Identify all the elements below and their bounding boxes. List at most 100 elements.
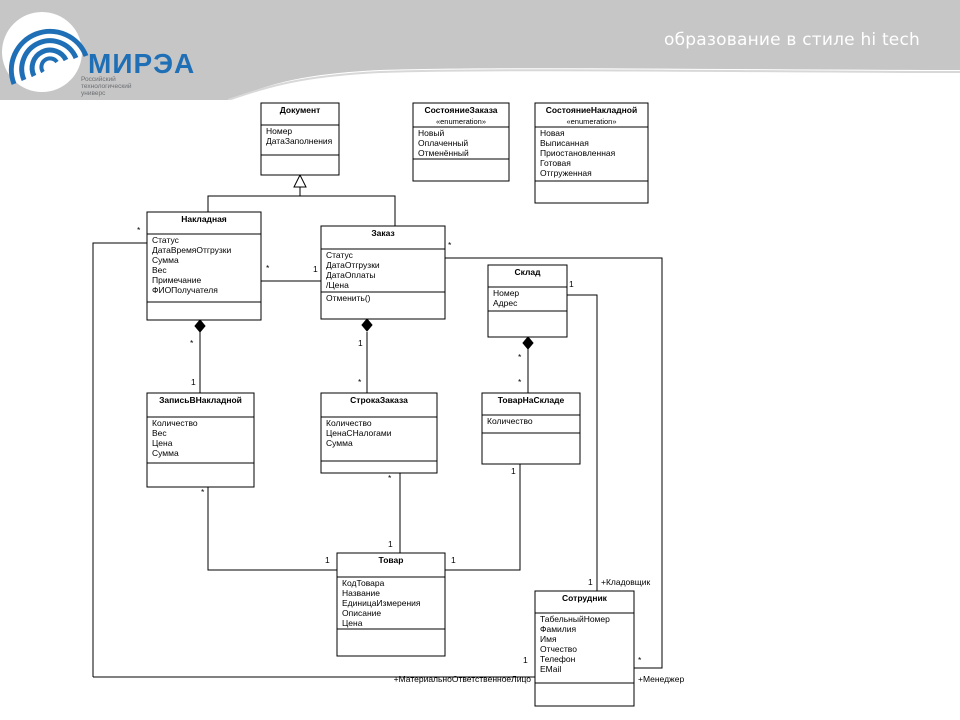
class-name: Заказ <box>371 228 394 238</box>
multiplicity-label: 1 <box>451 555 456 565</box>
multiplicity-label: * <box>448 240 452 250</box>
class-attribute: ТабельныйНомер <box>540 614 610 624</box>
class-attribute: Количество <box>326 418 372 428</box>
class-attribute: Количество <box>152 418 198 428</box>
logo-subtitle: Российский технологический универс <box>81 76 132 97</box>
class-attribute: Сумма <box>152 448 179 458</box>
class-employee[interactable]: СотрудникТабельныйНомерФамилияИмяОтчеств… <box>534 590 635 707</box>
class-invoice[interactable]: НакладнаяСтатусДатаВремяОтгрузкиСуммаВес… <box>146 211 262 321</box>
class-name: СостояниеНакладной <box>546 105 637 115</box>
class-stereotype: «enumeration» <box>436 117 486 126</box>
class-attribute: Телефон <box>540 654 576 664</box>
class-order-state[interactable]: СостояниеЗаказа«enumeration»НовыйОплачен… <box>412 102 510 182</box>
multiplicity-label: 1 <box>388 539 393 549</box>
composition-diamond <box>361 318 373 332</box>
class-attribute: Отгруженная <box>540 168 592 178</box>
tagline: образование в стиле hi tech <box>664 30 920 50</box>
class-attribute: Фамилия <box>540 624 576 634</box>
role-label: +МатериальноОтветственноеЛицо <box>394 674 532 684</box>
class-attribute: Примечание <box>152 275 201 285</box>
class-name: Товар <box>379 555 404 565</box>
class-attribute: Статус <box>326 250 354 260</box>
class-attribute: Номер <box>266 126 292 136</box>
class-attribute: Цена <box>152 438 173 448</box>
multiplicity-label: * <box>190 338 194 348</box>
class-attribute: Вес <box>152 265 167 275</box>
logo-text: МИРЭА <box>88 48 196 79</box>
class-product[interactable]: ТоварКодТовараНазваниеЕдиницаИзмеренияОп… <box>336 552 446 657</box>
class-order[interactable]: ЗаказСтатусДатаОтгрузкиДатаОплаты/ЦенаОт… <box>320 225 446 320</box>
class-attribute: Количество <box>487 416 533 426</box>
class-attribute: Готовая <box>540 158 571 168</box>
class-attribute: ЕдиницаИзмерения <box>342 598 421 608</box>
class-attribute: ДатаВремяОтгрузки <box>152 245 231 255</box>
class-attribute: ДатаОплаты <box>326 270 376 280</box>
class-name: Накладная <box>181 214 227 224</box>
class-attribute: /Цена <box>326 280 349 290</box>
class-invoice-state[interactable]: СостояниеНакладной«enumeration»НоваяВыпи… <box>534 102 649 204</box>
class-name: Склад <box>514 267 541 277</box>
class-attribute: Сумма <box>326 438 353 448</box>
class-attribute: Название <box>342 588 380 598</box>
multiplicity-label: * <box>201 487 205 497</box>
association-line <box>567 294 598 591</box>
logo-sub-line: технологический <box>81 83 132 90</box>
multiplicity-label: * <box>388 473 392 483</box>
class-name: СтрокаЗаказа <box>350 395 408 405</box>
class-attribute: Отчество <box>540 644 577 654</box>
multiplicity-label: * <box>518 352 522 362</box>
header-banner: МИРЭА Российский технологический универс… <box>0 0 960 100</box>
class-attribute: Цена <box>342 618 363 628</box>
class-operation: Отменить() <box>326 293 371 303</box>
class-attribute: ДатаОтгрузки <box>326 260 380 270</box>
class-attribute: Выписанная <box>540 138 589 148</box>
multiplicity-label: 1 <box>523 655 528 665</box>
class-attribute: ДатаЗаполнения <box>266 136 333 146</box>
role-label: +Кладовщик <box>601 577 651 587</box>
multiplicity-label: * <box>518 377 522 387</box>
multiplicity-label: 1 <box>511 466 516 476</box>
class-name: ТоварНаСкладе <box>498 395 565 405</box>
class-attribute: Адрес <box>493 298 518 308</box>
association-line <box>207 487 337 571</box>
role-label: +Менеджер <box>638 674 684 684</box>
class-name: СостояниеЗаказа <box>424 105 497 115</box>
composition-diamond <box>522 336 534 350</box>
multiplicity-label: 1 <box>313 264 318 274</box>
multiplicity-label: * <box>358 377 362 387</box>
class-attribute: Имя <box>540 634 557 644</box>
class-name: Документ <box>280 105 321 115</box>
association-line <box>445 257 663 669</box>
class-stereotype: «enumeration» <box>566 117 616 126</box>
class-attribute: Статус <box>152 235 180 245</box>
banner-shape <box>0 0 960 100</box>
multiplicity-label: 1 <box>358 338 363 348</box>
association-line <box>445 464 521 571</box>
multiplicity-label: 1 <box>191 377 196 387</box>
class-attribute: ФИОПолучателя <box>152 285 218 295</box>
multiplicity-label: 1 <box>569 279 574 289</box>
multiplicity-label: * <box>266 263 270 273</box>
class-attribute: EMail <box>540 664 561 674</box>
class-attribute: ЦенаСНалогами <box>326 428 392 438</box>
logo-sub-line: Российский <box>81 76 116 83</box>
class-attribute: Оплаченный <box>418 138 468 148</box>
composition-diamond <box>194 319 206 333</box>
class-attribute: Отменённый <box>418 148 469 158</box>
association-line <box>92 242 147 677</box>
multiplicity-label: 1 <box>588 577 593 587</box>
class-attribute: Номер <box>493 288 519 298</box>
class-attribute: Сумма <box>152 255 179 265</box>
class-name: Сотрудник <box>562 593 608 603</box>
class-name: ЗаписьВНакладной <box>159 395 242 405</box>
association-line <box>207 195 396 226</box>
logo-icon <box>2 12 89 92</box>
class-attribute: Описание <box>342 608 381 618</box>
class-attribute: Вес <box>152 428 167 438</box>
